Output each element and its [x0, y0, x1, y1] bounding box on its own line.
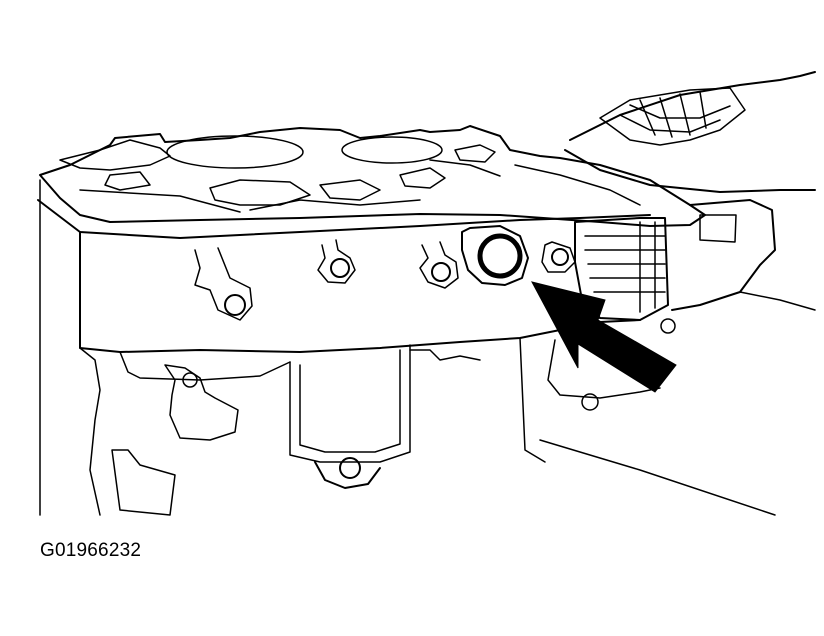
mounting-bolt-3 [419, 241, 459, 289]
sensor-boss [461, 225, 529, 286]
mounting-bolt-1 [194, 247, 253, 321]
callout-arrow [531, 281, 677, 393]
mounting-bolt-4 [541, 241, 576, 273]
engine-component-illustration [37, 71, 816, 516]
figure-caption: G01966232 [40, 540, 142, 561]
intake-housing [564, 71, 816, 193]
lower-boss [314, 457, 381, 489]
block-edge [37, 199, 651, 239]
side-bracket [671, 199, 816, 311]
mounting-bolt-2 [317, 239, 356, 284]
callout-circle-marker [477, 233, 523, 279]
lower-bolt [581, 393, 599, 411]
lower-left-fitting [164, 364, 239, 441]
gasket-plate [39, 125, 706, 227]
lower-left-bracket [111, 449, 176, 516]
ribbed-bracket [574, 217, 676, 334]
engine-block [79, 231, 776, 516]
